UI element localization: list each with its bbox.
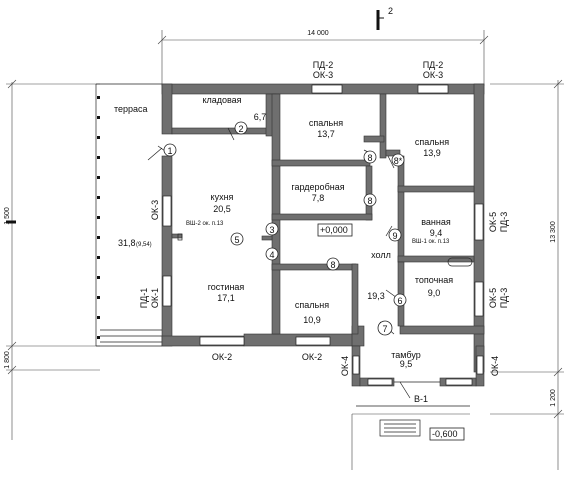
- tag-bottom-mid: ОК-2: [302, 352, 322, 362]
- furnace-name: топочная: [415, 275, 453, 285]
- dimension-lines: 14 000 1 500 1 800 13 300 1 200: [4, 30, 564, 470]
- bedroom-2-name: спальня: [415, 137, 449, 147]
- door-mark-1: 1: [167, 146, 172, 156]
- bedroom-1-area: 13,7: [317, 129, 335, 139]
- door-mark-8a: 8: [367, 153, 372, 163]
- door-mark-6: 6: [397, 296, 402, 306]
- tag-left-lower-2: ОК-1: [150, 288, 160, 308]
- section-mark-label: 2: [388, 6, 393, 16]
- tag-right-upper-1: ОК-5: [488, 212, 498, 232]
- furnace-area: 9,0: [428, 288, 441, 298]
- dim-right-bottom: 1 200: [550, 389, 557, 407]
- tag-top-right-2: ОК-3: [423, 70, 443, 80]
- vent-kitchen: ВШ-2 ок. п.13: [186, 221, 224, 227]
- terrace: терраса 31,8 (9,54): [95, 83, 163, 347]
- tag-top-left-2: ОК-3: [313, 70, 333, 80]
- vestibule-area: 9,5: [400, 359, 413, 369]
- door-mark-3: 3: [269, 225, 274, 235]
- bedroom-3-area: 10,9: [303, 315, 321, 325]
- vestibule-name: тамбур: [391, 350, 420, 360]
- tag-top-right-1: ПД-2: [423, 60, 444, 70]
- tag-bottom-left: ОК-2: [212, 352, 232, 362]
- living-area: 17,1: [217, 293, 235, 303]
- bathroom-name: ванная: [421, 217, 451, 227]
- levels: +0,000 -0,600 В-1: [317, 223, 465, 441]
- dim-top: 14 000: [307, 30, 329, 37]
- section-mark: 2: [376, 6, 393, 30]
- bedroom-2-area: 13,9: [423, 148, 441, 158]
- entry-mark: В-1: [414, 394, 428, 404]
- level-main: +0,000: [320, 225, 348, 235]
- door-mark-7: 7: [382, 324, 387, 334]
- terrace-steps: [100, 329, 162, 343]
- door-mark-8b: 8: [367, 196, 372, 206]
- wardrobe-name: гардеробная: [291, 182, 344, 192]
- kitchen-name: кухня: [211, 192, 234, 202]
- dim-right-total: 13 300: [550, 221, 557, 243]
- door-mark-4: 4: [269, 250, 274, 260]
- pantry-name: кладовая: [202, 95, 241, 105]
- dim-left-main: 1 500: [4, 207, 11, 225]
- tag-top-left-1: ПД-2: [313, 60, 334, 70]
- tag-right-upper-2: ПД-3: [499, 212, 509, 233]
- tag-right-lower-2: ПД-3: [499, 288, 509, 309]
- tag-left-upper: ОК-3: [150, 200, 160, 220]
- level-entry: -0,600: [432, 429, 458, 439]
- bedroom-1-name: спальня: [309, 118, 343, 128]
- windows: [162, 84, 484, 386]
- vent-bath: ВШ-1 ок. п.13: [412, 239, 450, 245]
- door-mark-8star: 8*: [394, 156, 403, 166]
- door-mark-8c: 8: [330, 260, 335, 270]
- terrace-area-note: (9,54): [136, 242, 152, 248]
- pantry-area: 6,7: [254, 112, 267, 122]
- wardrobe-area: 7,8: [312, 193, 325, 203]
- tag-vest-left: ОК-4: [340, 356, 350, 376]
- vents: ВШ-2 ок. п.13 ВШ-1 ок. п.13: [177, 221, 473, 267]
- hall-area: 19,3: [367, 291, 385, 301]
- tag-vest-right: ОК-4: [490, 356, 500, 376]
- door-marks: 1 2 3 4 5 6 7 8 8 8 8* 9: [163, 121, 407, 336]
- dim-left-bottom: 1 800: [4, 351, 11, 369]
- hall-name: холл: [371, 250, 391, 260]
- terrace-area: 31,8: [118, 238, 136, 248]
- kitchen-area: 20,5: [213, 204, 231, 214]
- terrace-name: терраса: [114, 104, 148, 114]
- bathroom-area: 9,4: [430, 228, 443, 238]
- tag-right-lower-1: ОК-5: [488, 288, 498, 308]
- entry-steps: [356, 381, 470, 437]
- terrace-posts: [97, 96, 100, 339]
- room-labels: кладовая 6,7 спальня 13,7 спальня 13,9 к…: [202, 95, 453, 369]
- bedroom-3-name: спальня: [295, 300, 329, 310]
- door-mark-9: 9: [392, 231, 397, 241]
- door-mark-2: 2: [238, 124, 243, 134]
- living-name: гостиная: [208, 282, 245, 292]
- door-mark-5: 5: [234, 235, 239, 245]
- window-tags: ПД-2 ОК-3 ПД-2 ОК-3 ОК-3 ПД-1 ОК-1 ОК-5 …: [139, 60, 509, 376]
- tag-left-lower-1: ПД-1: [139, 288, 149, 309]
